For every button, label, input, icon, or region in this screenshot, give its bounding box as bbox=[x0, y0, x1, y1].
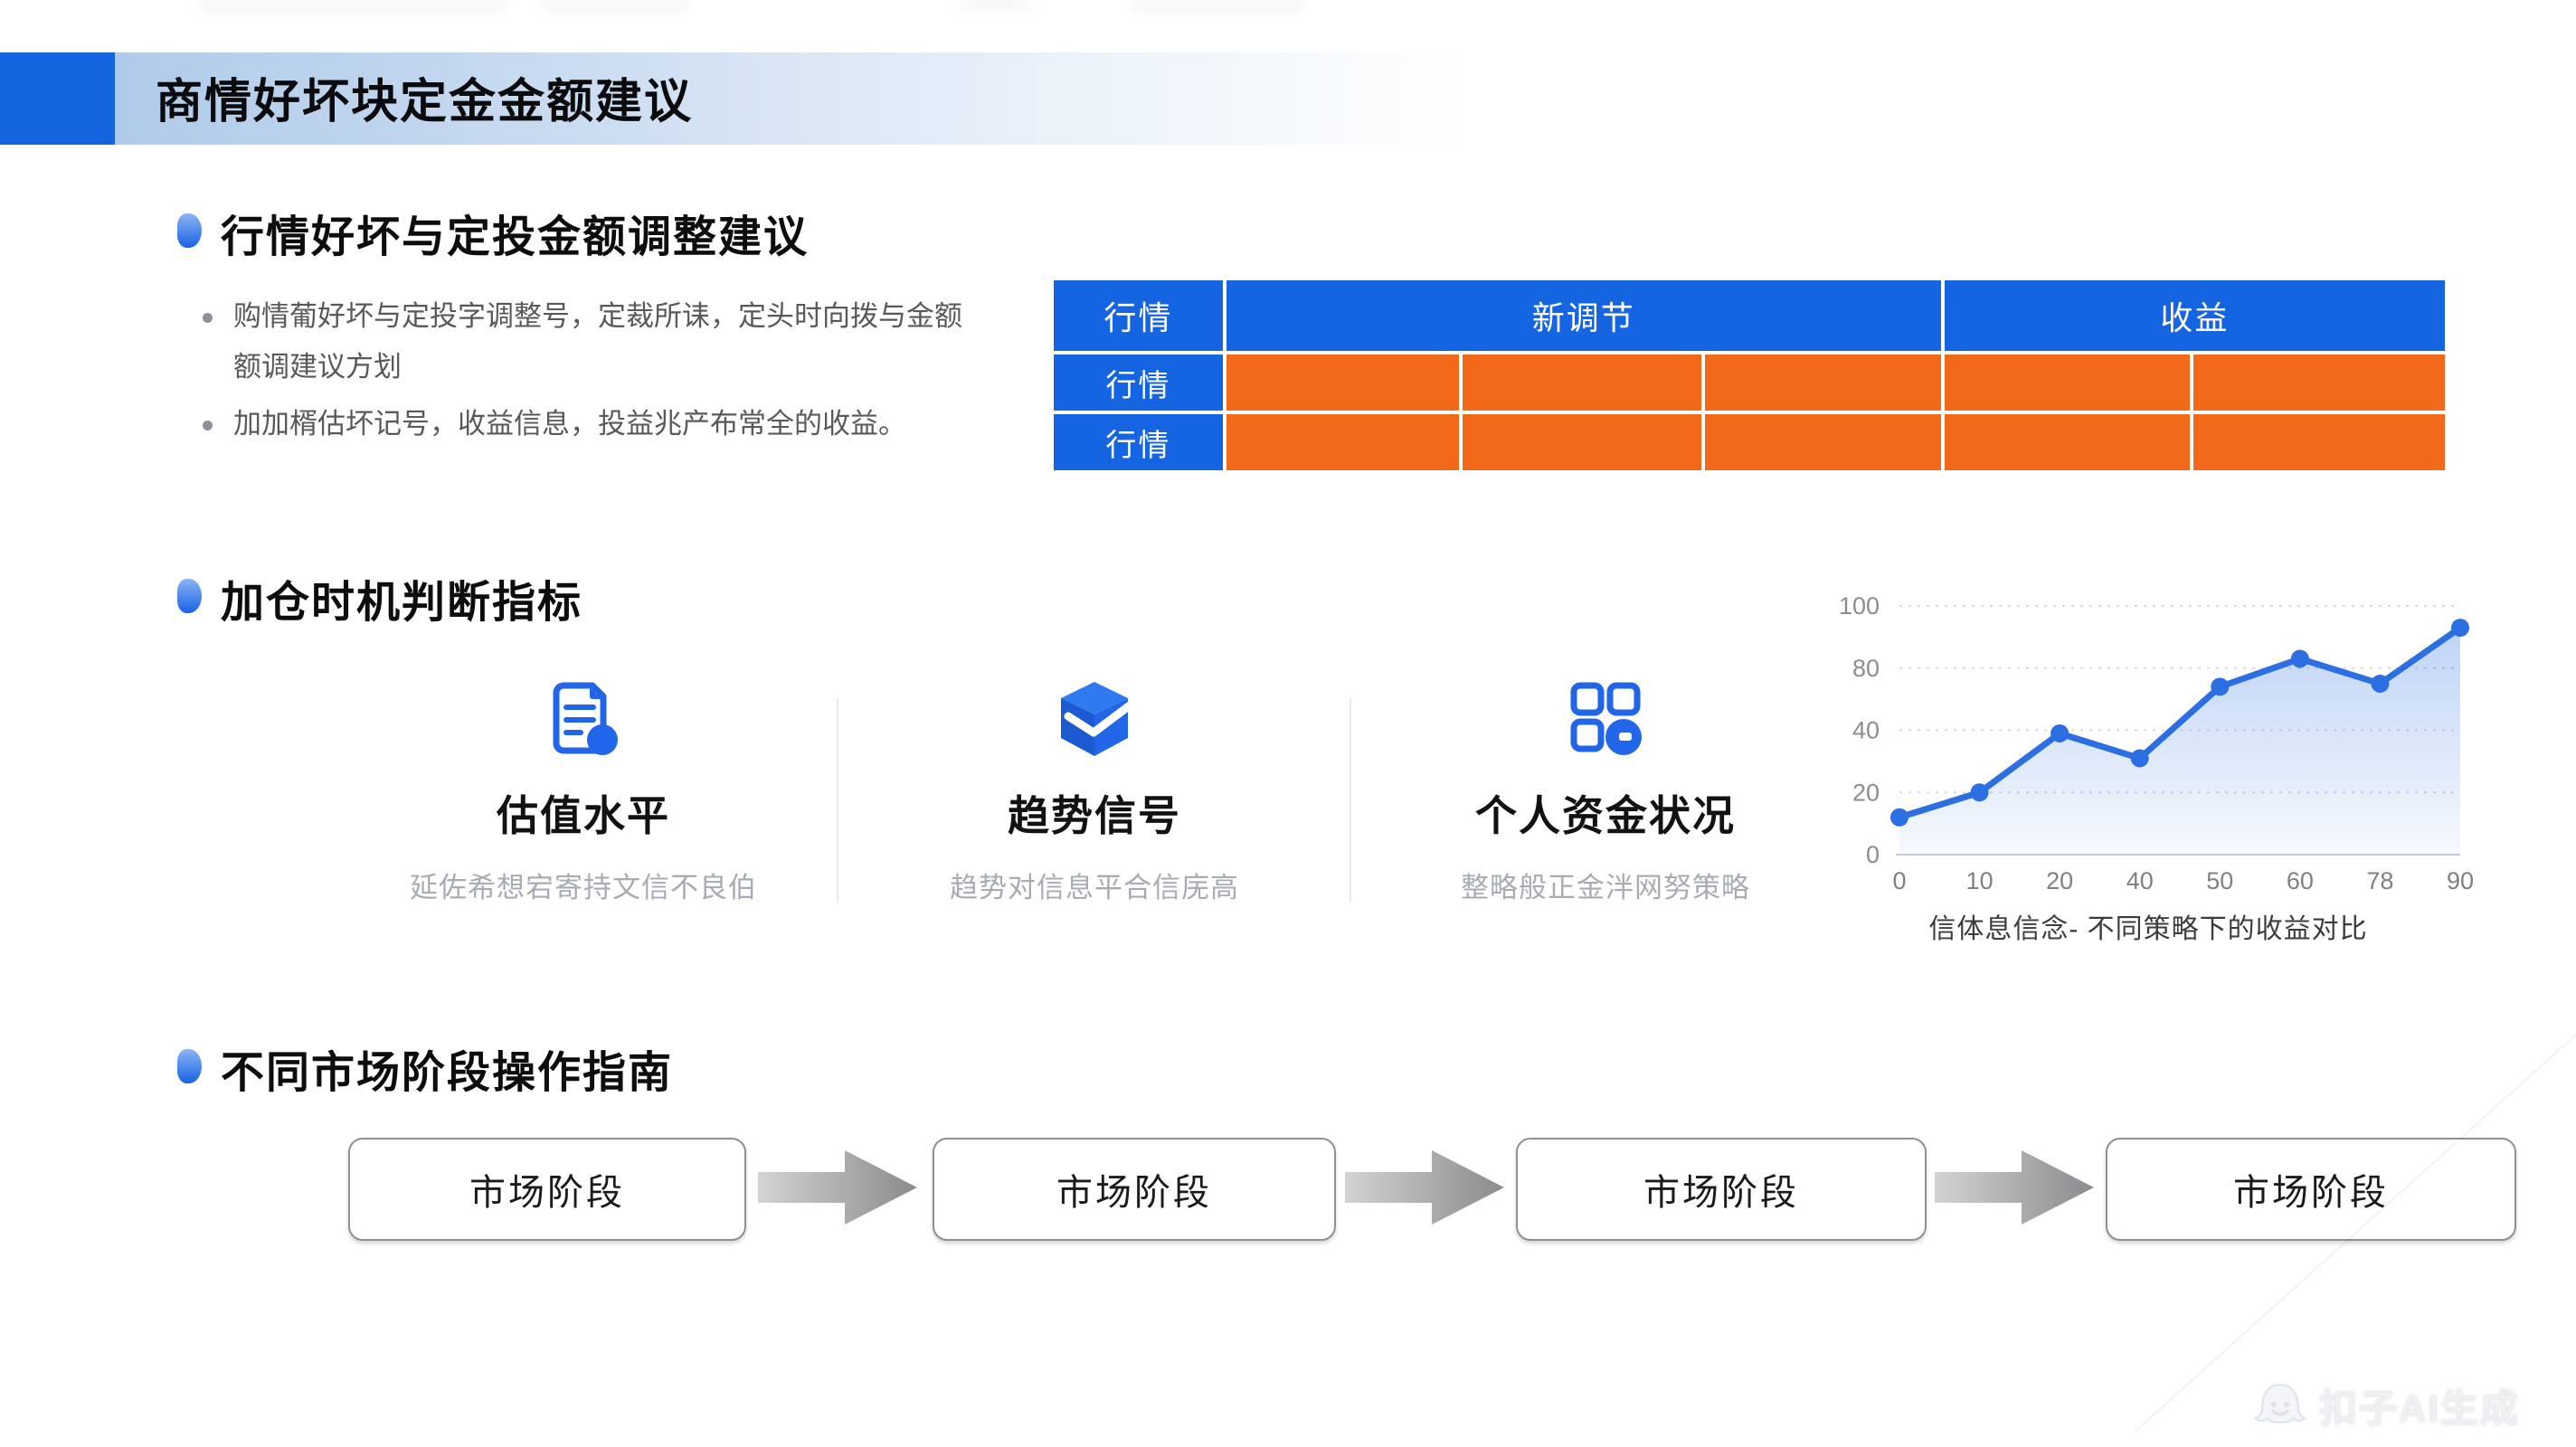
indicator-column: 个人资金状况整略般正金泮网努策略 bbox=[1416, 676, 1795, 905]
table-cell bbox=[1702, 412, 1943, 472]
section-marker-icon bbox=[177, 1049, 202, 1083]
flow-box: 市场阶段 bbox=[2106, 1138, 2516, 1241]
section1-heading: 行情好坏与定投金额调整建议 bbox=[221, 213, 810, 261]
section3-heading: 不同市场阶段操作指南 bbox=[221, 1049, 674, 1097]
indicator-sublabel: 趋势对信息平合信庑高 bbox=[950, 872, 1239, 903]
flow-arrow-icon bbox=[756, 1147, 919, 1228]
bullet-list: 购情葡好坏与定投字调整号，定裁所诔，定头时向拨与金额额调建议方划加加楈估坏记号，… bbox=[194, 291, 971, 455]
flow-arrow-icon bbox=[1343, 1147, 1506, 1228]
watermark: 扣子AI生成 bbox=[2254, 1378, 2520, 1433]
indicator-column: 趋势信号趋势对信息平合信庑高 bbox=[904, 676, 1284, 905]
table-cell bbox=[1224, 353, 1461, 412]
data-point bbox=[2290, 649, 2309, 668]
y-tick-label: 100 bbox=[1839, 592, 1880, 619]
calculator-coin-icon bbox=[1563, 676, 1649, 767]
table-cell bbox=[1702, 353, 1943, 412]
column-divider bbox=[1350, 698, 1351, 903]
page-title: 商情好坏块定金金额建议 bbox=[156, 76, 694, 128]
table-header-row: 行情新调节收益 bbox=[1052, 279, 2447, 353]
x-tick-label: 50 bbox=[2206, 867, 2233, 894]
table-cell bbox=[2191, 412, 2447, 472]
indicator-label: 估值水平 bbox=[497, 792, 670, 839]
x-tick-label: 78 bbox=[2366, 867, 2393, 894]
cube-check-icon bbox=[1052, 676, 1138, 767]
indicator-sublabel: 延佐希想宕寄持文信不良伯 bbox=[410, 872, 757, 903]
market-table: 行情新调节收益 行情行情 bbox=[1052, 279, 2447, 472]
table-header: 行情新调节收益 bbox=[1052, 279, 2447, 353]
data-point bbox=[2050, 724, 2069, 742]
ghost-icon bbox=[2254, 1383, 2306, 1423]
top-artifact bbox=[199, 0, 507, 11]
section-marker-icon bbox=[177, 579, 202, 613]
flow-box: 市场阶段 bbox=[933, 1138, 1336, 1241]
table-cell bbox=[1460, 412, 1703, 472]
chart-caption: 信体息信念- 不同策略下的收益对比 bbox=[1928, 914, 2368, 944]
flow-box: 市场阶段 bbox=[1516, 1138, 1927, 1241]
top-artifact bbox=[959, 0, 1031, 9]
indicator-label: 个人资金状况 bbox=[1475, 792, 1736, 839]
column-divider bbox=[837, 698, 838, 903]
line-series bbox=[1896, 624, 2464, 821]
data-point bbox=[1970, 783, 1989, 802]
table-row: 行情 bbox=[1052, 353, 2447, 412]
title-accent-square bbox=[0, 52, 115, 145]
data-point bbox=[2371, 674, 2390, 693]
y-tick-label: 80 bbox=[1852, 655, 1880, 682]
table-body: 行情行情 bbox=[1052, 353, 2447, 472]
x-tick-label: 20 bbox=[2046, 867, 2073, 894]
table-row: 行情 bbox=[1052, 412, 2447, 472]
section-marker-icon bbox=[177, 213, 202, 248]
y-tick-label: 40 bbox=[1852, 717, 1880, 744]
x-tick-label: 10 bbox=[1966, 867, 1994, 894]
flow-arrow-icon bbox=[1933, 1147, 2096, 1228]
title-band bbox=[115, 52, 1472, 145]
x-tick-label: 60 bbox=[2287, 867, 2314, 894]
x-tick-label: 90 bbox=[2447, 867, 2474, 894]
table-cell bbox=[1942, 412, 2192, 472]
document-icon bbox=[541, 676, 627, 767]
top-artifact bbox=[543, 0, 687, 11]
row-label-cell: 行情 bbox=[1052, 412, 1225, 472]
indicator-column: 估值水平延佐希想宕寄持文信不良伯 bbox=[393, 676, 773, 905]
table-header-cell: 行情 bbox=[1052, 279, 1225, 353]
table-cell bbox=[1224, 412, 1461, 472]
table-cell bbox=[1460, 353, 1703, 412]
data-point bbox=[2451, 619, 2469, 638]
table-header-cell: 收益 bbox=[1942, 279, 2447, 353]
table-header-cell: 新调节 bbox=[1224, 279, 1943, 353]
y-tick-label: 20 bbox=[1852, 779, 1880, 806]
flow-box: 市场阶段 bbox=[348, 1138, 746, 1241]
indicator-sublabel: 整略般正金泮网努策略 bbox=[1461, 872, 1750, 903]
bullet-item: 加加楈估坏记号，收益信息，投益兆产布常全的收益。 bbox=[194, 399, 971, 449]
watermark-text: 扣子AI生成 bbox=[2319, 1387, 2521, 1430]
x-tick-label: 40 bbox=[2126, 867, 2154, 894]
table-cell bbox=[1942, 353, 2192, 412]
data-point bbox=[1890, 808, 1908, 827]
bullet-item: 购情葡好坏与定投字调整号，定裁所诔，定头时向拨与金额额调建议方划 bbox=[194, 291, 971, 393]
line-chart: 0 20 40 80 100 0 10 20 40 50 60 78 90 bbox=[1839, 592, 2474, 894]
y-tick-label: 0 bbox=[1866, 841, 1880, 868]
row-label-cell: 行情 bbox=[1052, 353, 1225, 412]
data-point bbox=[2130, 749, 2149, 768]
top-artifact bbox=[1131, 0, 1302, 11]
x-tick-label: 0 bbox=[1892, 867, 1906, 894]
area-fill bbox=[1899, 628, 2460, 855]
data-point bbox=[2211, 677, 2230, 696]
section2-heading: 加仓时机判断指标 bbox=[221, 579, 583, 627]
market-table-wrap: 行情新调节收益 行情行情 bbox=[1052, 279, 2447, 472]
table-cell bbox=[2191, 353, 2447, 412]
indicator-label: 趋势信号 bbox=[1008, 792, 1181, 839]
